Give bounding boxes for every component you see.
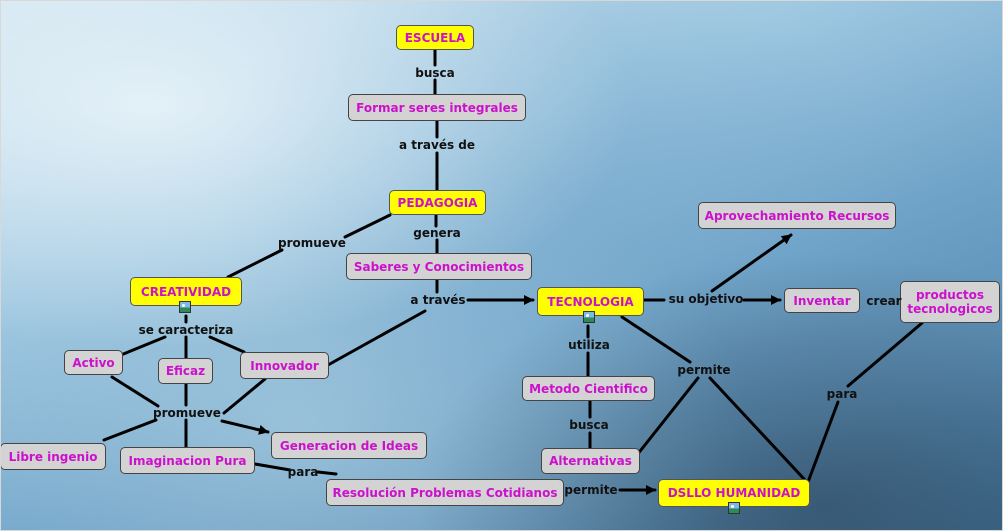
- connector: [326, 309, 427, 367]
- link-label-se-caracteriza[interactable]: se caracteriza: [138, 323, 234, 337]
- connector: [208, 335, 246, 354]
- concept-resolucion-problemas-cotidianos[interactable]: Resolución Problemas Cotidianos: [326, 479, 564, 506]
- connector: [102, 418, 158, 442]
- concept-saberes-y-conocimientos[interactable]: Saberes y Conocimientos: [346, 253, 532, 280]
- concept-activo[interactable]: Activo: [64, 350, 123, 375]
- concept-generacion-de-ideas[interactable]: Generacion de Ideas: [271, 432, 427, 459]
- connector: [226, 248, 284, 279]
- connector: [635, 376, 700, 457]
- connector: [222, 377, 267, 415]
- concept-metodo-cientifico[interactable]: Metodo Cientifico: [522, 376, 655, 401]
- link-label-promueve[interactable]: promueve: [278, 236, 346, 250]
- concept-escuela[interactable]: ESCUELA: [396, 25, 474, 50]
- link-label-permite[interactable]: permite: [677, 363, 731, 377]
- concept-libre-ingenio[interactable]: Libre ingenio: [0, 443, 106, 470]
- link-label-busca[interactable]: busca: [569, 418, 609, 432]
- image-attachment-icon[interactable]: [583, 311, 595, 323]
- link-label-busca[interactable]: busca: [415, 66, 455, 80]
- link-label-su-objetivo[interactable]: su objetivo: [668, 292, 744, 306]
- link-label-para[interactable]: para: [287, 465, 319, 479]
- concept-pedagogia[interactable]: PEDAGOGIA: [389, 190, 486, 215]
- connector: [708, 376, 807, 482]
- link-label-a-traves-de[interactable]: a través de: [398, 138, 476, 152]
- connector: [343, 213, 392, 239]
- link-label-para[interactable]: para: [826, 387, 858, 401]
- concept-inventar[interactable]: Inventar: [784, 288, 860, 313]
- concept-alternativas[interactable]: Alternativas: [541, 448, 640, 474]
- concept-imaginacion-pura[interactable]: Imaginacion Pura: [120, 447, 255, 474]
- connector: [806, 400, 840, 484]
- concept-eficaz[interactable]: Eficaz: [158, 358, 213, 384]
- link-label-genera[interactable]: genera: [413, 226, 461, 240]
- link-label-crear[interactable]: crear: [866, 294, 902, 308]
- connector: [846, 321, 924, 388]
- connector: [620, 315, 692, 364]
- connector: [220, 419, 270, 435]
- image-attachment-icon[interactable]: [179, 301, 191, 313]
- link-label-permite[interactable]: permite: [564, 483, 618, 497]
- link-label-promueve[interactable]: promueve: [153, 406, 221, 420]
- connector: [710, 233, 793, 293]
- link-label-a-traves[interactable]: a través: [410, 293, 466, 307]
- connector: [114, 335, 167, 359]
- connector: [253, 462, 292, 472]
- link-label-utiliza[interactable]: utiliza: [568, 338, 610, 352]
- image-attachment-icon[interactable]: [728, 502, 740, 514]
- concept-formar-seres-integrales[interactable]: Formar seres integrales: [348, 94, 526, 121]
- connector: [316, 470, 338, 476]
- concept-innovador[interactable]: Innovador: [240, 352, 329, 379]
- connector: [110, 375, 160, 408]
- concept-dsllo-humanidad[interactable]: DSLLO HUMANIDAD: [658, 479, 810, 507]
- concept-aprovechamiento-recursos[interactable]: Aprovechamiento Recursos: [698, 202, 896, 229]
- concept-productos-tecnologicos[interactable]: productos tecnologicos: [900, 281, 1000, 323]
